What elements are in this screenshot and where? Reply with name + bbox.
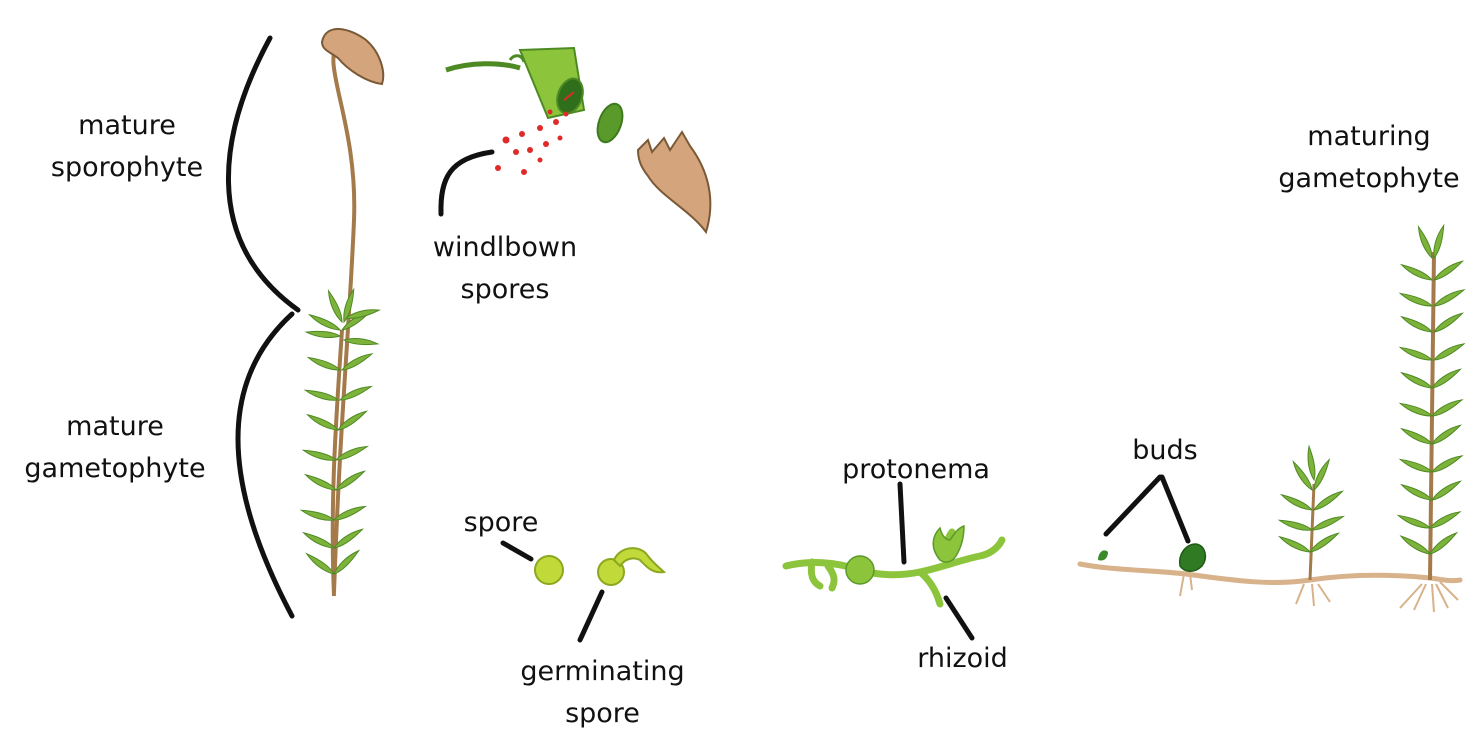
protonema-pointer-line (897, 481, 907, 565)
bud-small-icon (1098, 550, 1108, 561)
label-rhizoid: rhizoid (917, 643, 1008, 674)
label-protonema: protonema (842, 454, 990, 485)
sporophyte-bracket (225, 35, 301, 313)
label-germinating-spore-line1: germinating (520, 656, 685, 687)
spore-icon (534, 555, 564, 585)
label-mature-sporophyte-line1: mature (78, 110, 176, 141)
bud-large-icon (1178, 543, 1207, 597)
operculum-icon (596, 102, 624, 144)
protonema-node (845, 555, 875, 585)
label-mature-gametophyte-line1: mature (66, 411, 164, 442)
buds-pointer-left (1103, 474, 1163, 537)
capsule-lid-icon (445, 46, 586, 120)
label-windblown-spores: windlbown spores (400, 227, 610, 311)
label-maturing-gametophyte-line2: gametophyte (1278, 163, 1460, 194)
young-gametophyte-icon (1277, 445, 1346, 607)
label-windblown-spores-line1: windlbown (432, 232, 578, 263)
label-maturing-gametophyte-line1: maturing (1307, 121, 1431, 152)
sporophyte-capsule-icon (320, 27, 385, 86)
label-mature-gametophyte: mature gametophyte (0, 406, 230, 490)
label-mature-sporophyte: mature sporophyte (12, 105, 242, 189)
label-mature-gametophyte-line2: gametophyte (24, 453, 206, 484)
protonema-icon (782, 528, 1006, 608)
rhizome-line (1077, 561, 1463, 585)
protonema-bud-icon (932, 524, 965, 563)
moss-plant-icon (300, 27, 385, 597)
spores-pointer-line (438, 149, 495, 217)
maturing-gametophyte-icon (1396, 224, 1467, 613)
germinating-spore-icon (597, 547, 667, 586)
label-germinating-spore: germinating spore (490, 651, 715, 735)
rhizoid-pointer-line (943, 595, 975, 641)
label-mature-sporophyte-line2: sporophyte (50, 152, 204, 183)
label-buds: buds (1132, 435, 1198, 466)
label-windblown-spores-line2: spores (460, 274, 550, 305)
label-spore: spore (463, 507, 539, 538)
spore-pointer-line (500, 540, 534, 562)
germinating-pointer-line (577, 589, 605, 643)
buds-pointer-right (1159, 474, 1191, 544)
capsule-calyptra-icon (636, 130, 712, 235)
label-germinating-spore-line2: spore (565, 698, 640, 729)
windblown-spores-dots (495, 109, 569, 175)
label-maturing-gametophyte: maturing gametophyte (1254, 116, 1484, 200)
gametophyte-bracket (235, 311, 295, 619)
